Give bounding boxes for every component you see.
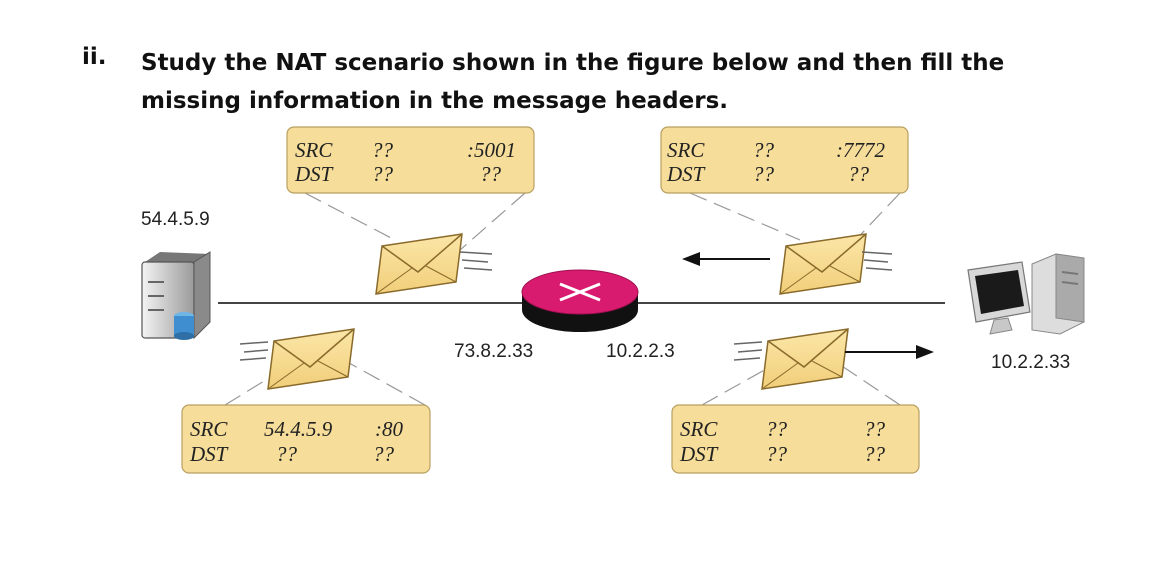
arrow-right-icon — [845, 345, 934, 359]
envelope-icon — [779, 233, 893, 295]
dst-label: DST — [294, 162, 334, 186]
router-icon[interactable] — [521, 269, 639, 332]
dst-port: ?? — [864, 442, 886, 466]
dst-port: ?? — [373, 442, 395, 466]
src-ip: ?? — [766, 417, 788, 441]
src-label: SRC — [667, 138, 705, 162]
src-label: SRC — [295, 138, 333, 162]
header-box-bottom-left: SRC 54.4.5.9 :80 DST ?? ?? — [181, 404, 431, 474]
src-port: :7772 — [836, 138, 885, 162]
dst-port: ?? — [480, 162, 502, 186]
src-label: SRC — [680, 417, 718, 441]
src-port: :80 — [375, 417, 403, 441]
dst-label: DST — [679, 442, 719, 466]
dst-label: DST — [666, 162, 706, 186]
src-ip: 54.4.5.9 — [264, 417, 333, 441]
client-ip-label: 10.2.2.33 — [991, 352, 1070, 373]
header-box-bottom-right: SRC ?? ?? DST ?? ?? — [671, 404, 920, 474]
dst-label: DST — [189, 442, 229, 466]
envelope-icon — [239, 328, 355, 390]
dst-ip: ?? — [753, 162, 775, 186]
src-port: :5001 — [467, 138, 516, 162]
dst-ip: ?? — [766, 442, 788, 466]
server-icon[interactable] — [141, 251, 211, 340]
envelope-icon — [375, 233, 493, 295]
nat-private-ip-label: 10.2.2.3 — [606, 341, 675, 362]
dst-ip: ?? — [372, 162, 394, 186]
envelope-icon — [733, 328, 849, 390]
src-ip: ?? — [753, 138, 775, 162]
question-number: ii. — [82, 44, 107, 70]
header-box-top-right: SRC ?? :7772 DST ?? ?? — [660, 126, 909, 194]
question-text: Study the NAT scenario shown in the figu… — [141, 50, 1005, 114]
src-label: SRC — [190, 417, 228, 441]
nat-public-ip-label: 73.8.2.33 — [454, 341, 533, 362]
dst-ip: ?? — [276, 442, 298, 466]
arrow-left-icon — [682, 252, 770, 266]
computer-icon[interactable] — [967, 253, 1085, 335]
header-box-top-left: SRC ?? :5001 DST ?? ?? — [286, 126, 535, 194]
server-ip-label: 54.4.5.9 — [141, 209, 210, 230]
dst-port: ?? — [848, 162, 870, 186]
src-ip: ?? — [372, 138, 394, 162]
src-port: ?? — [864, 417, 886, 441]
